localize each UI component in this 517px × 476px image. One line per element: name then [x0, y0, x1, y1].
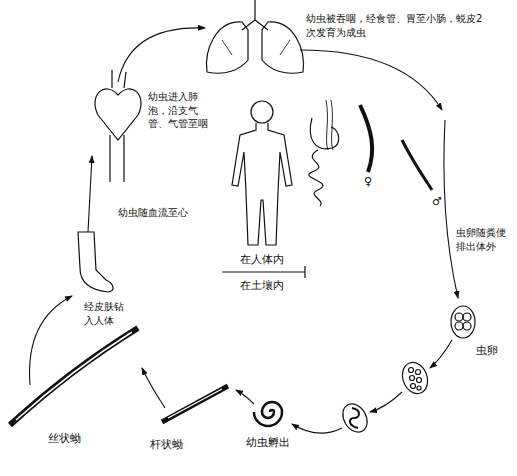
stage-label: 在人体内	[240, 253, 290, 268]
human-figure	[222, 101, 305, 278]
rhabditiform-larva	[162, 386, 228, 422]
stage-label: 虫卵	[476, 344, 502, 359]
stage-label: 幼虫随血流至心	[118, 206, 196, 220]
stage-label: ♀	[364, 175, 380, 190]
hatched-larva	[254, 402, 282, 426]
stage-label: 虫卵随粪便排出体外	[456, 226, 508, 253]
stage-label: 经皮肤钻入人体	[84, 300, 128, 327]
stage-label: 幼虫被吞咽，经食管、胃至小肠，蜕皮2次发育为成虫	[306, 12, 486, 39]
heart	[95, 70, 141, 182]
stage-label: ♂	[432, 195, 448, 210]
cycle-arrow	[30, 28, 458, 433]
adult-female	[360, 105, 372, 172]
stage-label: 在土壤内	[240, 279, 290, 294]
stage-label: 杆状蚴	[150, 438, 190, 453]
stage-label: 幼虫孵出	[246, 436, 294, 451]
egg	[451, 306, 475, 338]
foot	[78, 232, 113, 292]
egg-developing	[398, 359, 431, 397]
stage-label: 幼虫进入肺泡，沿支气管、气管至咽	[148, 90, 212, 131]
stage-label: 丝状蚴	[48, 432, 88, 447]
adult-male	[402, 140, 432, 190]
lungs	[207, 0, 304, 73]
digestive-tract	[309, 100, 339, 206]
egg-larva	[338, 400, 372, 437]
